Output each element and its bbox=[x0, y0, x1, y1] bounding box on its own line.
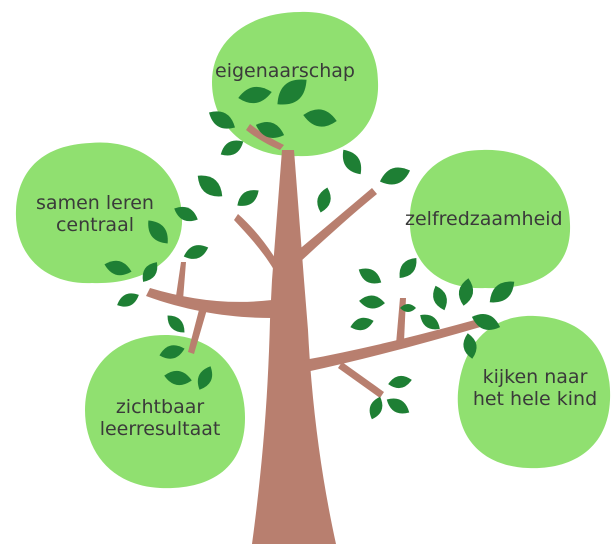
leaf bbox=[167, 315, 185, 333]
leaf bbox=[489, 281, 515, 303]
leaf bbox=[148, 220, 168, 244]
leaf bbox=[471, 314, 501, 330]
leaf bbox=[174, 206, 198, 222]
label-samen-leren-centraal: samen leren centraal bbox=[36, 192, 154, 236]
trunk-and-branches bbox=[146, 124, 484, 544]
crowns bbox=[15, 11, 611, 489]
leaf bbox=[277, 79, 307, 105]
leaf bbox=[350, 317, 374, 331]
leaf bbox=[164, 370, 192, 386]
label-kijken-naar-het-hele-kind: kijken naar het hele kind bbox=[472, 366, 598, 410]
leaf bbox=[433, 285, 447, 311]
leaf bbox=[463, 333, 477, 359]
leaf bbox=[399, 258, 417, 278]
leaf bbox=[117, 293, 139, 307]
branch-upper-left bbox=[234, 214, 280, 270]
label-zichtbaar-leerresultaat: zichtbaar leerresultaat bbox=[99, 396, 221, 440]
leaf bbox=[220, 140, 244, 156]
branch-right bbox=[304, 318, 484, 372]
label-zelfredzaamheid: zelfredzaamheid bbox=[405, 208, 563, 230]
leaf bbox=[209, 111, 235, 129]
leaf bbox=[197, 366, 213, 390]
leaves bbox=[104, 79, 515, 420]
leaf bbox=[317, 187, 331, 213]
branch-left-twig-down bbox=[188, 306, 208, 354]
leaf bbox=[303, 109, 337, 127]
crown-left bbox=[15, 142, 183, 284]
leaf bbox=[386, 398, 410, 414]
leaf bbox=[142, 262, 158, 282]
leaf bbox=[342, 149, 362, 175]
leaf bbox=[420, 314, 440, 330]
crown-right-upper bbox=[409, 149, 571, 289]
label-eigenaarschap: eigenaarschap bbox=[215, 60, 355, 82]
leaf bbox=[159, 345, 185, 359]
leaf bbox=[104, 260, 132, 276]
leaf bbox=[388, 375, 412, 389]
leaf bbox=[369, 396, 383, 420]
leaf bbox=[183, 245, 209, 259]
branch-top-left-fork bbox=[246, 124, 284, 150]
branch-right-lower-twig bbox=[338, 362, 384, 398]
leaf bbox=[458, 278, 474, 306]
leaf bbox=[379, 167, 411, 185]
leaf bbox=[359, 295, 385, 309]
branch-upper-right bbox=[296, 188, 377, 262]
leaf bbox=[400, 304, 416, 312]
leaf bbox=[255, 122, 285, 138]
branch-left bbox=[146, 288, 272, 318]
crown-right-lower bbox=[457, 315, 611, 469]
leaf bbox=[197, 175, 223, 197]
trunk bbox=[252, 150, 336, 544]
leaf bbox=[358, 268, 382, 284]
leaf bbox=[238, 86, 272, 104]
branch-left-twig-up bbox=[176, 262, 186, 300]
leaf bbox=[237, 190, 259, 206]
